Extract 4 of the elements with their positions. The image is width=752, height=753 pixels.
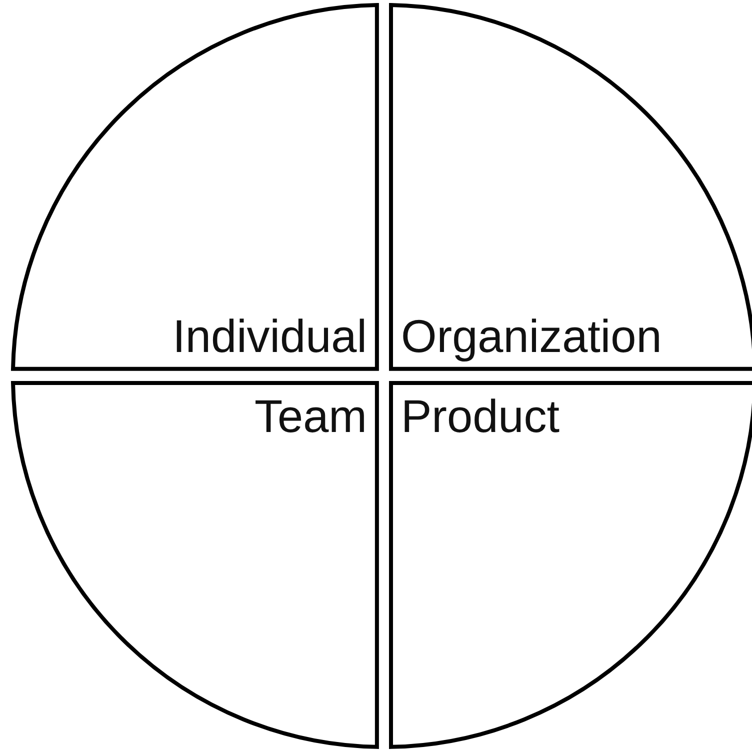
quadrant-label: Product: [401, 393, 560, 439]
quadrant-label: Organization: [401, 312, 662, 359]
quadrant-label: Team: [254, 393, 367, 439]
quadrant-label: Individual: [172, 312, 367, 359]
